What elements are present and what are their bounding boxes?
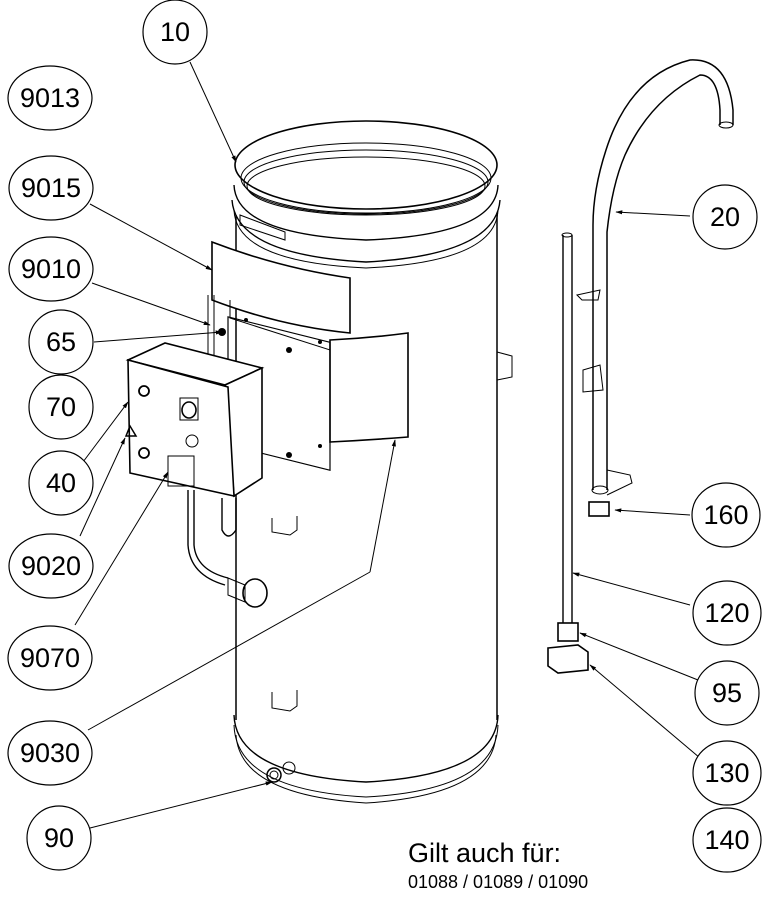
callout-20: 20 [692, 184, 758, 250]
svg-text:9070: 9070 [20, 643, 80, 673]
callout-90: 90 [26, 805, 92, 871]
svg-text:90: 90 [44, 823, 74, 853]
applies-to-title: Gilt auch für: [408, 838, 562, 868]
svg-text:65: 65 [46, 327, 76, 357]
callout-120: 120 [692, 580, 762, 646]
callout-9013: 9013 [7, 65, 93, 131]
svg-text:9030: 9030 [20, 738, 80, 768]
callout-9030: 9030 [7, 720, 93, 786]
control-box [124, 342, 268, 608]
svg-text:9010: 9010 [21, 254, 81, 284]
svg-text:130: 130 [704, 758, 749, 788]
svg-text:9013: 9013 [20, 83, 80, 113]
callout-65: 65 [28, 309, 94, 375]
tank-body [231, 120, 513, 804]
inlet-pipe [575, 59, 734, 517]
svg-text:20: 20 [710, 202, 740, 232]
leader-lines [74, 61, 701, 829]
svg-text:160: 160 [703, 500, 748, 530]
callout-160: 160 [691, 482, 761, 548]
svg-text:9020: 9020 [21, 551, 81, 581]
svg-text:10: 10 [160, 17, 190, 47]
svg-text:70: 70 [46, 392, 76, 422]
callout-140: 140 [692, 807, 762, 873]
callout-9015: 9015 [8, 155, 94, 221]
callout-10: 10 [142, 0, 208, 65]
heat-shield-panels [207, 240, 409, 472]
callout-9070: 9070 [7, 625, 93, 691]
svg-text:95: 95 [712, 678, 742, 708]
callout-95: 95 [694, 660, 760, 726]
heating-element [547, 232, 589, 674]
svg-text:9015: 9015 [21, 173, 81, 203]
callout-130: 130 [692, 740, 762, 806]
applies-to-variants: 01088 / 01089 / 01090 [408, 872, 589, 892]
callout-40: 40 [28, 450, 94, 516]
svg-text:120: 120 [704, 598, 749, 628]
svg-text:40: 40 [46, 468, 76, 498]
callout-9010: 9010 [8, 236, 94, 302]
callout-70: 70 [28, 374, 94, 440]
callout-9020: 9020 [8, 533, 94, 599]
svg-text:140: 140 [704, 825, 749, 855]
